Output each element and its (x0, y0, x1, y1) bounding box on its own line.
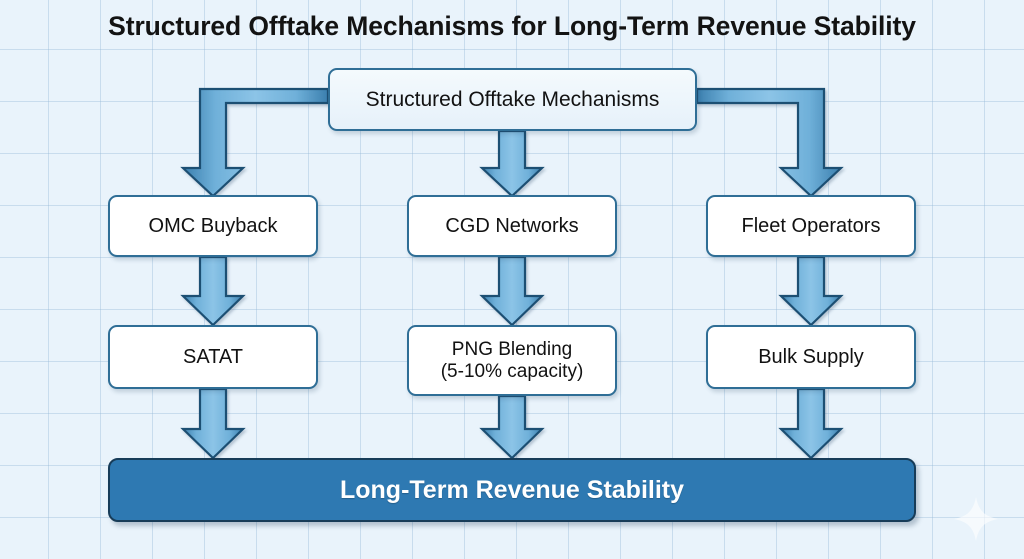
node-omc-buyback[interactable]: OMC Buyback (108, 195, 318, 257)
node-cgd-networks[interactable]: CGD Networks (407, 195, 617, 257)
edge-root-to-fleet-operators (695, 87, 844, 198)
edge-root-to-omc-buyback (180, 87, 330, 198)
edge-fleet-operators-to-bulk-supply (778, 255, 844, 327)
edge-cgd-networks-to-png-blending (479, 255, 545, 327)
edge-omc-buyback-to-satat (180, 255, 246, 327)
node-label: Structured Offtake Mechanisms (365, 87, 660, 111)
node-label: CGD Networks (445, 214, 579, 237)
node-label: Long-Term Revenue Stability (339, 475, 685, 504)
node-fleet-operators[interactable]: Fleet Operators (706, 195, 916, 257)
node-structured-offtake-mechanisms[interactable]: Structured Offtake Mechanisms (328, 68, 697, 131)
node-label: Bulk Supply (758, 345, 864, 368)
node-label: SATAT (183, 345, 243, 368)
node-label: Fleet Operators (741, 214, 881, 237)
node-bulk-supply[interactable]: Bulk Supply (706, 325, 916, 389)
node-satat[interactable]: SATAT (108, 325, 318, 389)
node-label-line-2: (5-10% capacity) (440, 360, 584, 382)
edge-png-blending-to-revenue-stability (479, 394, 545, 460)
node-label-line-1: PNG Blending (451, 338, 573, 360)
node-label: OMC Buyback (148, 214, 278, 237)
page-title: Structured Offtake Mechanisms for Long-T… (108, 11, 916, 41)
node-long-term-revenue-stability[interactable]: Long-Term Revenue Stability (108, 458, 916, 522)
edge-satat-to-revenue-stability (180, 387, 246, 460)
edge-root-to-cgd-networks (479, 129, 545, 198)
edge-bulk-supply-to-revenue-stability (778, 387, 844, 460)
node-png-blending[interactable]: PNG Blending (5-10% capacity) (407, 325, 617, 396)
